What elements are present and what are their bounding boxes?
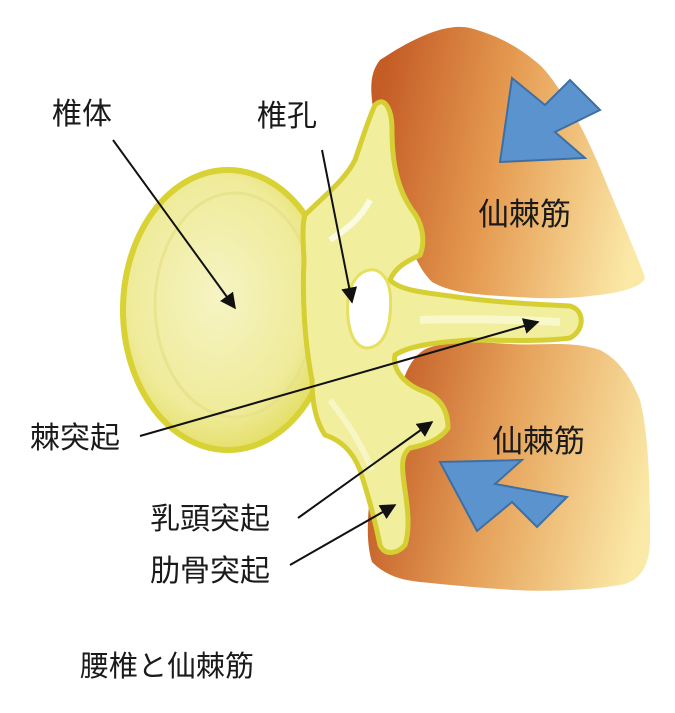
figure-caption: 腰椎と仙棘筋	[80, 649, 255, 683]
leader-vertebral-foramen	[321, 149, 358, 304]
leader-spinous-process	[139, 318, 540, 437]
vertebral-arch-shape	[300, 99, 584, 555]
label-vertebral-body: 椎体	[52, 97, 112, 132]
label-vertebral-foramen: 椎孔	[257, 99, 317, 134]
label-mammillary-process: 乳頭突起	[150, 502, 270, 537]
vertebral-foramen-shape	[346, 268, 393, 350]
lower-force-arrow	[438, 458, 570, 533]
upper-force-arrow	[498, 76, 602, 164]
leader-costal-process	[289, 504, 397, 566]
leader-vertebral-body	[112, 139, 236, 310]
label-costal-process: 肋骨突起	[150, 554, 270, 589]
leader-mammillary-process	[297, 421, 434, 519]
label-spinous-process: 棘突起	[30, 421, 120, 456]
label-multifidus-upper: 仙棘筋	[478, 197, 571, 233]
label-multifidus-lower: 仙棘筋	[492, 424, 585, 460]
